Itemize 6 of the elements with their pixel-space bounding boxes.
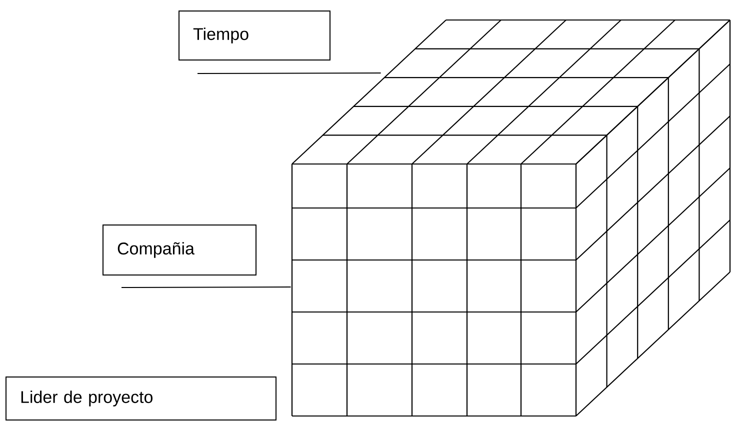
- cube-drawing: [291, 19, 731, 417]
- leader-line: [121, 286, 292, 288]
- label-box: Lider de proyecto: [6, 376, 276, 420]
- label-box: Tiempo: [178, 10, 330, 60]
- label-box: Compañia: [102, 224, 256, 276]
- leader-line: [197, 72, 382, 74]
